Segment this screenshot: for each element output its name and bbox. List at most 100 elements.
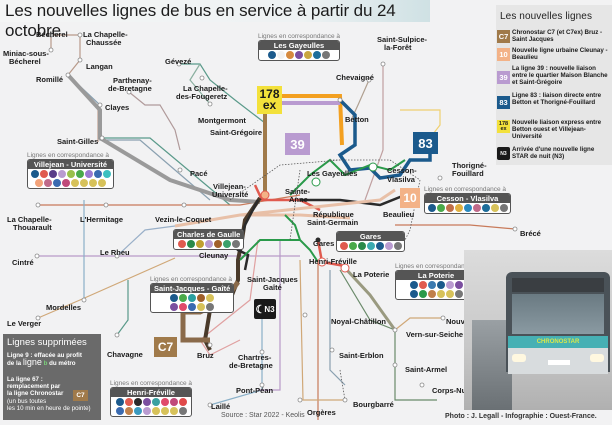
- line-icon: [30, 170, 39, 178]
- station-label: La Chapelle-: [183, 84, 228, 93]
- line-icon: [179, 294, 188, 302]
- station-label: Fouillard: [452, 169, 484, 178]
- legend-item-83: 83 Ligne 83 : liaison directe entre Bett…: [496, 92, 612, 109]
- legend-panel: Les nouvelles lignes C7 Chronostar C7 (e…: [496, 5, 612, 165]
- station-label: Betton: [345, 115, 369, 124]
- station-label: Saint-Armel: [405, 365, 447, 374]
- line-icon: [472, 204, 481, 212]
- bus-banner: CHRONOSTAR: [508, 336, 608, 348]
- line-icon: [427, 281, 436, 289]
- line-icon: [206, 303, 215, 311]
- correspondence-stop-name: Henri-Fréville: [111, 388, 192, 397]
- station-label: Cesson-: [387, 166, 417, 175]
- correspondence-stop-name: Charles de Gaulle: [174, 230, 244, 239]
- hub-markers: [260, 162, 378, 273]
- line-icon: [93, 170, 102, 178]
- station-label: Saint-Germain: [307, 218, 359, 227]
- badge-n3: ☾N3: [254, 299, 276, 319]
- station-label: Saint-Gilles: [57, 137, 98, 146]
- correspondence-caption: Lignes en correspondance à: [27, 152, 110, 159]
- line-icon: [499, 204, 508, 212]
- station-label: Bourgbarré: [353, 400, 394, 409]
- suppressed-lines-panel: Lignes supprimées Ligne 9 : effacée au p…: [3, 334, 101, 420]
- line-icon: [39, 170, 48, 178]
- line-icon: [322, 51, 331, 59]
- station-label: Chevaigné: [336, 73, 374, 82]
- station-label: Vern-sur-Seiche: [406, 330, 463, 339]
- station-label: Vlasilva: [387, 175, 416, 184]
- line-icon: [151, 398, 160, 406]
- line-icon: [231, 240, 240, 248]
- line-icon: [427, 204, 436, 212]
- station-label: Orgères: [307, 408, 336, 417]
- line-icon: [80, 179, 88, 187]
- line-icon: [454, 281, 463, 289]
- station-label: Saint-Erblon: [339, 351, 384, 360]
- line-icon: [357, 242, 366, 250]
- bus-headlight-left: [512, 354, 526, 362]
- line-icon: [84, 170, 93, 178]
- line9-text: de la ligne b du métro: [7, 357, 76, 368]
- line-icon: [393, 242, 402, 250]
- station-label: Brécé: [520, 229, 541, 238]
- line-icon: [188, 303, 197, 311]
- legend-title: Les nouvelles lignes: [500, 11, 593, 22]
- station-label: Villejean-: [213, 182, 246, 191]
- badge-178ex: 178 ex: [257, 86, 282, 114]
- correspondence-card: La Poterie: [395, 270, 478, 300]
- correspondence-card: Cesson - Vlasilva: [424, 193, 511, 214]
- line-icon: [142, 407, 151, 415]
- station-label: Saint-Grégoire: [210, 128, 262, 137]
- line-icon: [481, 204, 490, 212]
- line-icon: [160, 398, 169, 406]
- line-icon: [133, 398, 142, 406]
- station-label: Corps-Nuds: [432, 386, 475, 395]
- station-label: Mordelles: [46, 303, 81, 312]
- correspondence-box: Gares: [336, 231, 405, 252]
- moon-icon: ☾: [255, 303, 266, 316]
- line-icon: [142, 398, 151, 406]
- station-label: Romillé: [36, 75, 63, 84]
- bus-license-plate: [548, 360, 570, 365]
- station-label: de-Bretagne: [229, 361, 273, 370]
- line-icon: [177, 240, 186, 248]
- line-icon: [384, 242, 393, 250]
- line-icon: [53, 179, 61, 187]
- badge-83: 83: [413, 132, 438, 154]
- line-icon: [418, 281, 427, 289]
- correspondence-card: Charles de Gaulle: [173, 229, 245, 250]
- line-icon: [366, 242, 375, 250]
- line-icon: [463, 204, 472, 212]
- line-icon: [213, 240, 222, 248]
- line-icon: [98, 179, 106, 187]
- line-icon: [268, 51, 277, 59]
- station-label: Chaussée: [86, 38, 121, 47]
- station-label: La Chapelle-: [83, 30, 128, 39]
- station-label: Clayes: [105, 103, 129, 112]
- station-label: Le Verger: [7, 319, 41, 328]
- correspondence-card: Henri-Fréville: [110, 387, 193, 417]
- line-icon: [48, 170, 57, 178]
- line-icon: [197, 303, 206, 311]
- source-credit: Source : Star 2022 - Keolis: [221, 412, 305, 419]
- station-label: des-Fougeretz: [176, 92, 228, 101]
- bus-destination-display: [512, 278, 604, 292]
- correspondence-caption: Lignes en correspondance à: [395, 263, 478, 270]
- line-icon: [295, 51, 304, 59]
- correspondence-caption: Lignes en correspondance à: [258, 33, 341, 40]
- station-label: Saint-Sulpice-: [377, 35, 428, 44]
- badge-39: 39: [285, 133, 310, 155]
- line-icon: [133, 407, 142, 415]
- station-label: Saint-Jacques: [247, 275, 298, 284]
- line-icon: [178, 407, 187, 415]
- correspondence-stop-name: Gares: [337, 232, 404, 241]
- line-icon: [186, 240, 195, 248]
- page-title: Les nouvelles lignes de bus en service à…: [5, 1, 396, 40]
- line-icon: [436, 281, 445, 289]
- correspondence-card: Saint-Jacques - Gaîté: [150, 283, 235, 313]
- station-label: Pacé: [190, 169, 208, 178]
